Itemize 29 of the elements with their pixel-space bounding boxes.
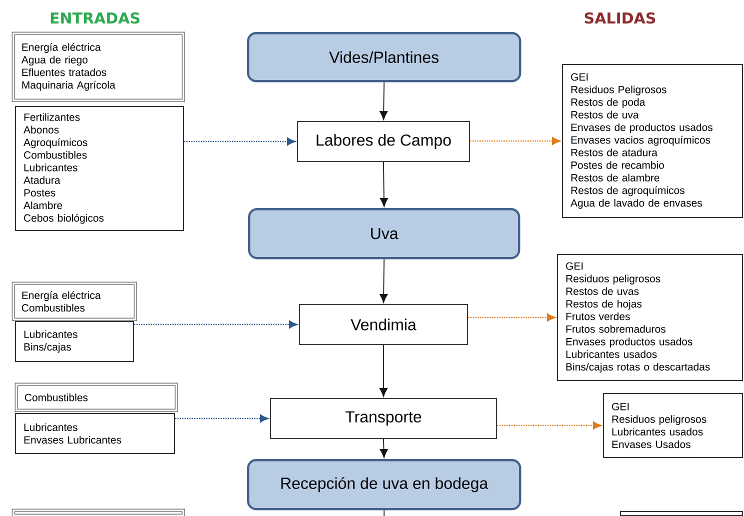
process-box: Transporte (270, 398, 497, 439)
arrow (380, 438, 388, 458)
input-list-box: Combustibles (14, 382, 178, 412)
arrow (497, 422, 602, 430)
arrow (175, 414, 268, 422)
input-list-box: Energía eléctrica Combustibles (12, 282, 137, 321)
list-box: Lubricantes Envases Lubricantes (15, 413, 175, 454)
list-box: Lubricantes Bins/cajas (15, 321, 134, 362)
process-box: Labores de Campo (297, 121, 470, 162)
arrow (134, 320, 298, 328)
empty-box (12, 508, 185, 516)
arrow (184, 138, 296, 146)
input-list-box: Energía eléctrica Agua de riego Efluentes tratados Maquinaria Agrícola (12, 32, 185, 102)
arrow (379, 344, 388, 397)
stage-box: Uva (248, 208, 520, 260)
arrow (380, 162, 388, 207)
list-box: GEI Residuos peligrosos Restos de uvas Restos de hojas Frutos verdes Frutos sobremaduros Envases productos usados Lubricantes usados Bins/cajas rotas o descartadas (557, 254, 743, 381)
column-heading: SALIDAS (584, 12, 656, 24)
arrow (470, 137, 560, 145)
list-box: GEI Residuos Peligrosos Restos de poda Restos de uva Envases de productos usados Envases vacios agroquímicos Restos de atadura Postes de recambio Restos de alambre Restos de agroquímicos Agua de lavado de envases (562, 64, 743, 218)
stage-box: Recepción de uva en bodega (247, 459, 522, 510)
stage-box: Vides/Plantines (247, 32, 522, 82)
arrow (468, 314, 556, 322)
list-box: Fertilizantes Abonos Agroquímicos Combustibles Lubricantes Atadura Postes Alambre Cebos biológicos (15, 106, 184, 231)
process-box: Vendimia (299, 304, 468, 345)
arrow (380, 258, 388, 303)
list-box: GEI Residuos peligrosos Lubricantes usados Envases Usados (603, 393, 743, 458)
empty-box (620, 511, 743, 516)
arrow (380, 82, 388, 120)
